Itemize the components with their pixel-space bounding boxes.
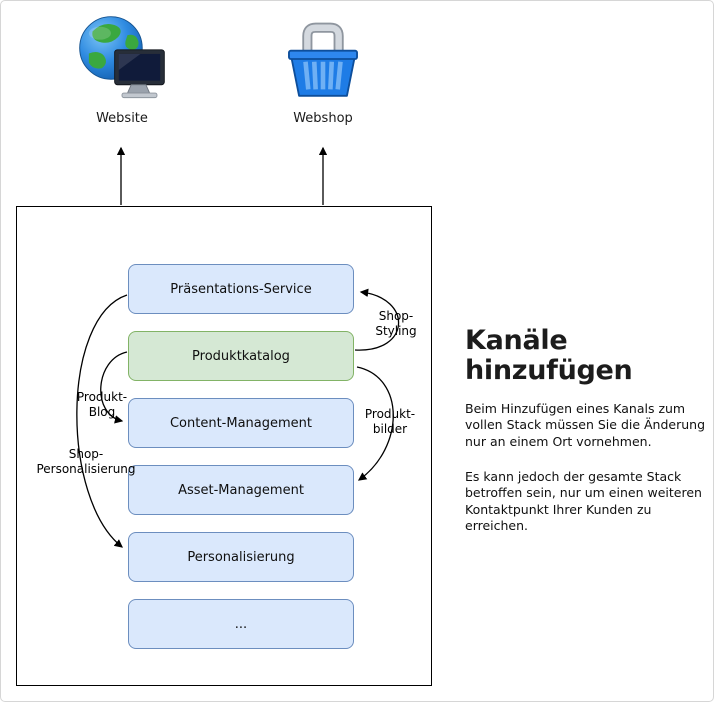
globe-monitor-icon bbox=[65, 13, 179, 105]
stack-node-content-management: Content-Management bbox=[128, 398, 354, 448]
aside-paragraph-2: Es kann jedoch der gesamte Stack betroff… bbox=[465, 469, 702, 533]
shopping-basket-icon bbox=[266, 13, 380, 105]
edge-label-shop-styling: Shop- Styling bbox=[375, 309, 417, 338]
stack-node-praesentations-service: Präsentations-Service bbox=[128, 264, 354, 314]
edge-label-shop-personalisierung: Shop- Personalisierung bbox=[36, 447, 136, 476]
stack-node-ellipsis: ... bbox=[128, 599, 354, 649]
edge-label-produkt-bilder: Produkt- bilder bbox=[364, 407, 416, 436]
aside-paragraph-1: Beim Hinzufügen eines Kanals zum vollen … bbox=[465, 401, 706, 449]
stack-node-personalisierung: Personalisierung bbox=[128, 532, 354, 582]
stack-node-asset-management: Asset-Management bbox=[128, 465, 354, 515]
stack-node-produktkatalog: Produktkatalog bbox=[128, 331, 354, 381]
aside-title: Kanäle hinzufügen bbox=[465, 325, 633, 387]
channel-website: Website bbox=[65, 13, 179, 126]
stack-container-box bbox=[16, 206, 432, 686]
website-label: Website bbox=[96, 111, 148, 126]
edge-label-produkt-blog: Produkt- Blog bbox=[76, 390, 128, 419]
webshop-label: Webshop bbox=[293, 111, 353, 126]
channel-webshop: Webshop bbox=[266, 13, 380, 126]
